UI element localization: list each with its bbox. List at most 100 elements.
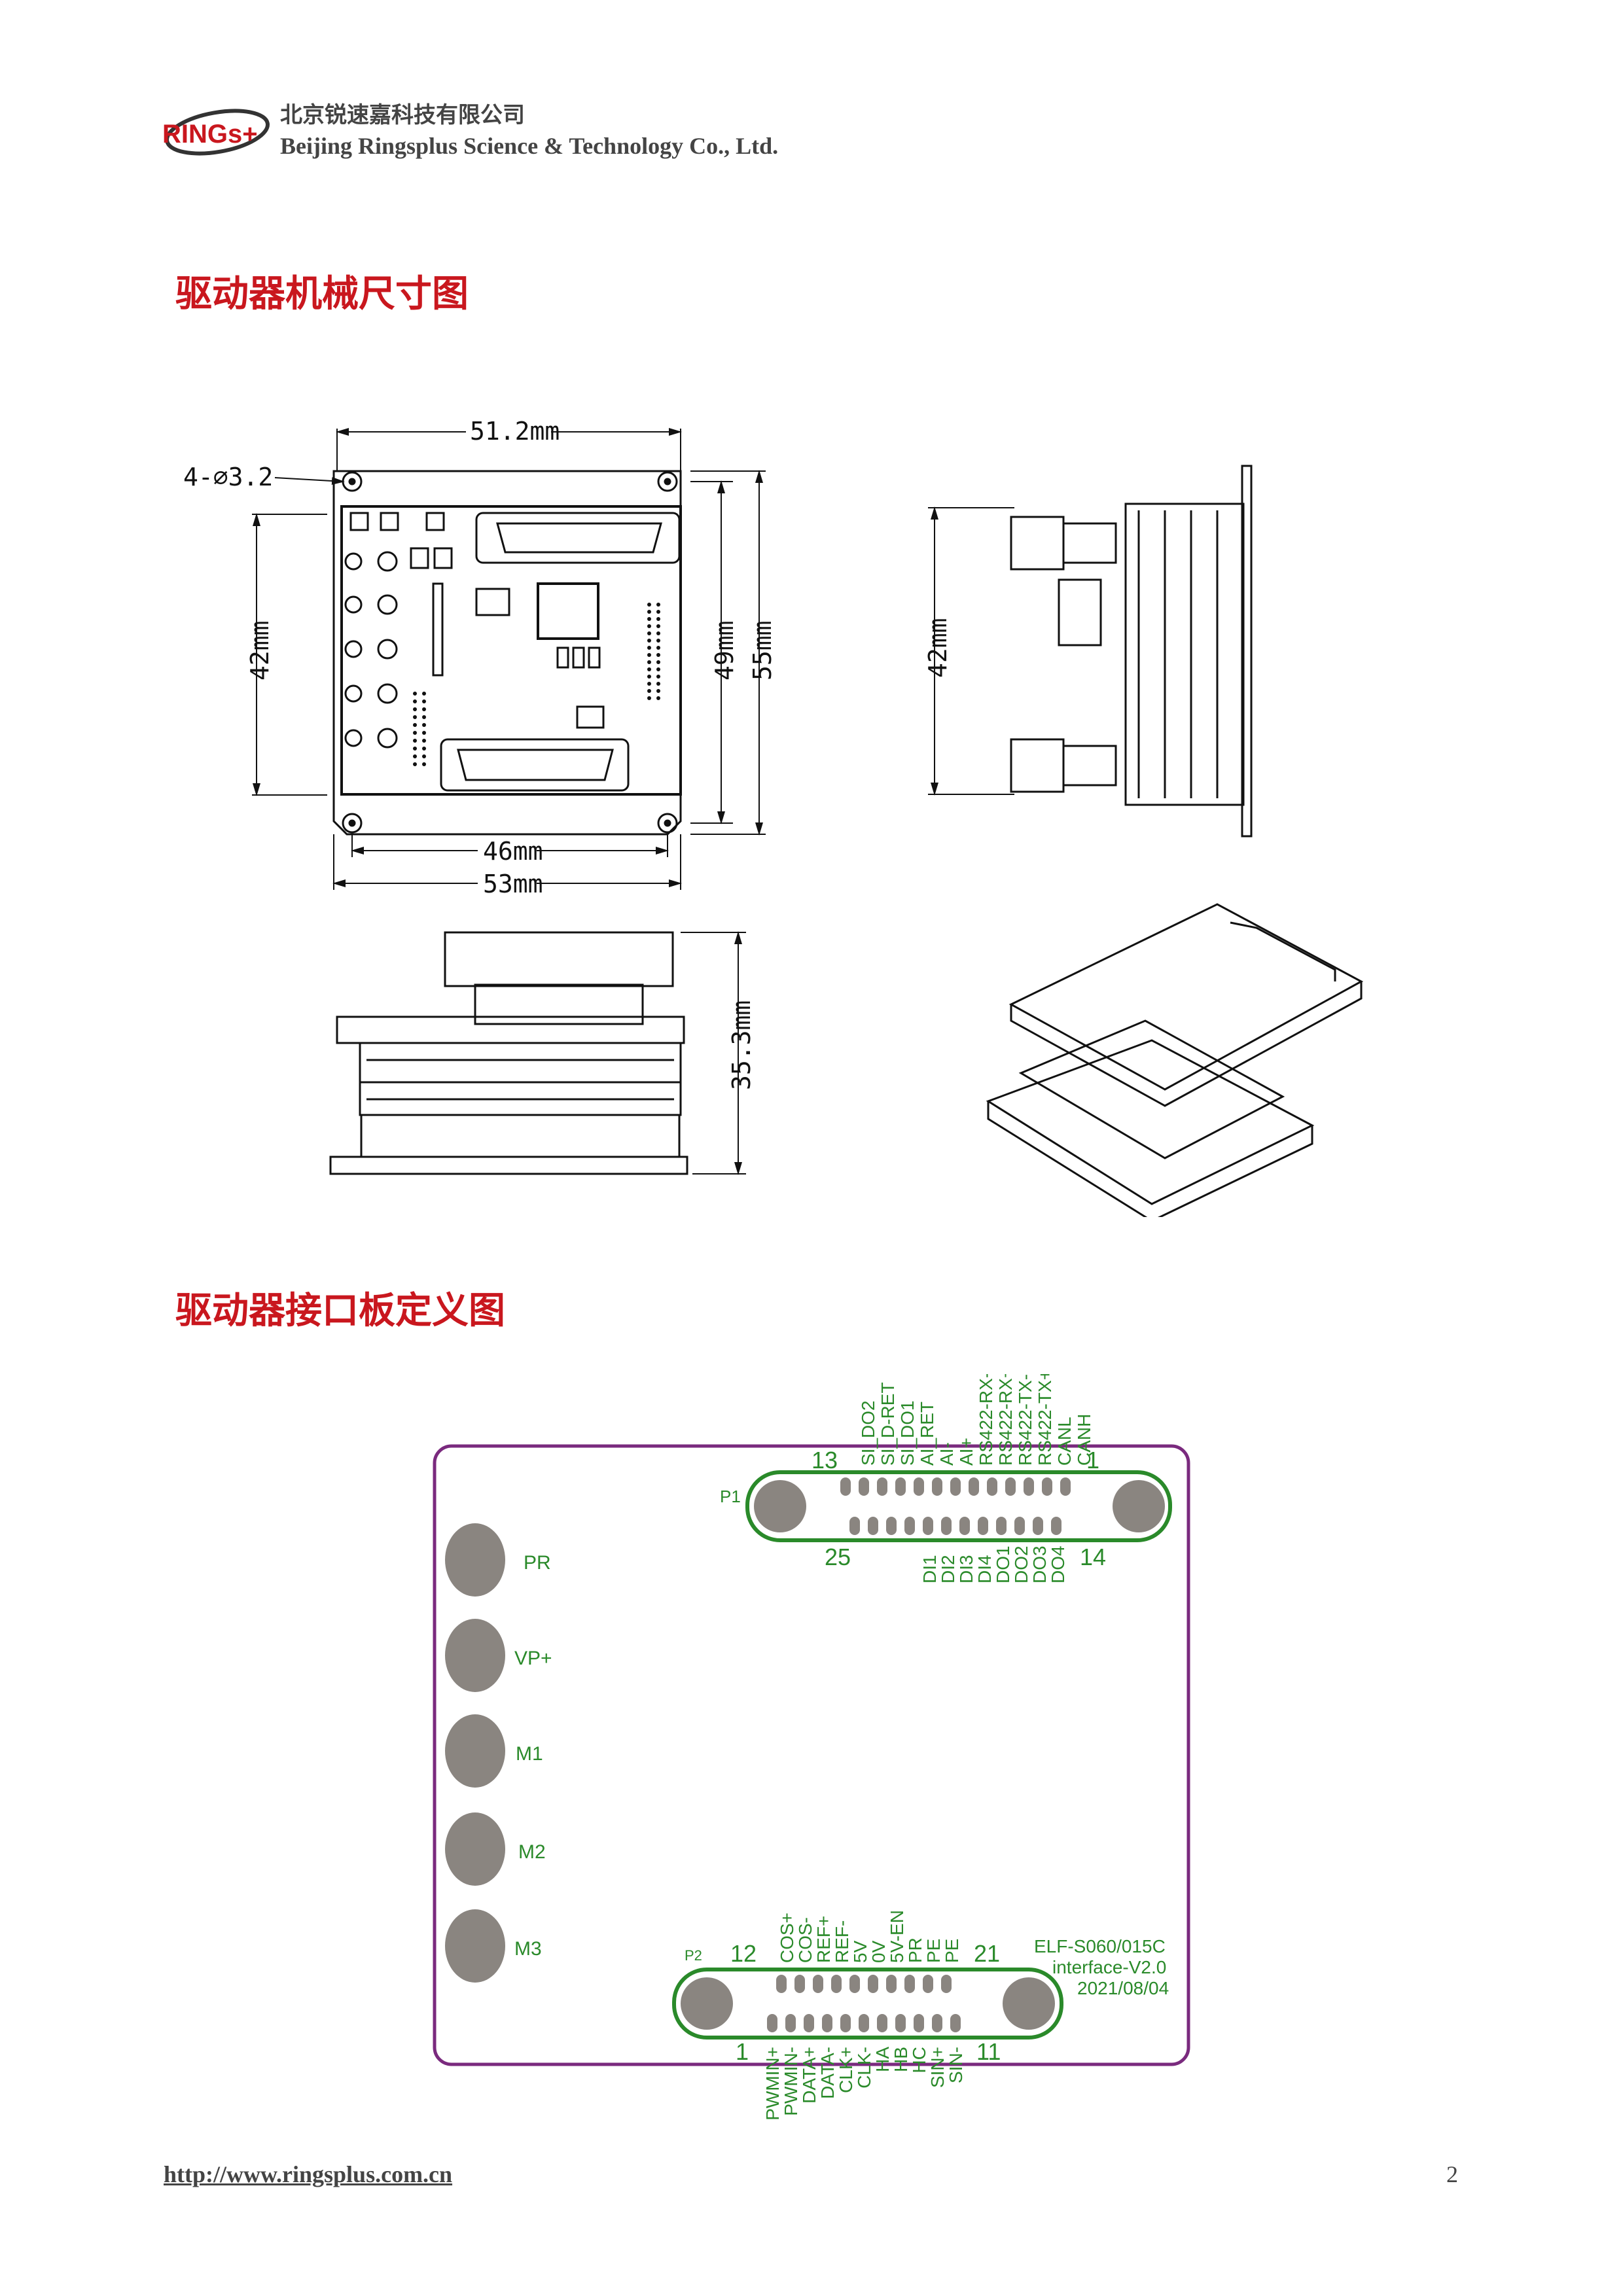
dim-stack-height: 35.3mm bbox=[727, 1000, 756, 1090]
mechanical-drawing: 51.2mm 46mm 53mm 4-∅3.2 42mm 49mm 55mm 4… bbox=[183, 416, 1364, 1217]
p1-sig-7: RS422-RX- bbox=[976, 1374, 996, 1466]
p1-sig-di2: DI2 bbox=[938, 1555, 958, 1583]
header-pin-dot bbox=[647, 682, 651, 686]
header-pin-dot bbox=[656, 660, 660, 664]
p2-sig-ha: HA bbox=[872, 2047, 893, 2072]
header-pin-dot bbox=[422, 723, 426, 727]
p1-sig-5: AI- bbox=[936, 1442, 957, 1466]
header-pin-dot bbox=[656, 696, 660, 700]
p1-sig-do3: DO3 bbox=[1029, 1545, 1050, 1583]
p1-sig-di3: DI3 bbox=[956, 1555, 976, 1583]
p1-pin-1: 1 bbox=[1086, 1447, 1099, 1474]
header-pin-dot bbox=[647, 631, 651, 635]
footer-url[interactable]: http://www.ringsplus.com.cn bbox=[164, 2161, 453, 2187]
header-pin-dot bbox=[647, 624, 651, 628]
stack-view bbox=[329, 931, 688, 1175]
header-pin-dot bbox=[656, 639, 660, 643]
logo-text: RINGs+ bbox=[162, 120, 258, 149]
header-pin-dot bbox=[647, 667, 651, 671]
header-pin-dot bbox=[413, 739, 417, 743]
board-outline bbox=[433, 1444, 1190, 2066]
header-pin-dot bbox=[413, 762, 417, 766]
header-pin-dot bbox=[413, 699, 417, 703]
dim-left-height: 42mm bbox=[245, 620, 274, 680]
company-name-cn: 北京锐速嘉科技有限公司 bbox=[280, 102, 525, 128]
p1-sig-9: RS422-TX- bbox=[1015, 1374, 1035, 1466]
p1-sig-4: AI_RET bbox=[917, 1402, 937, 1466]
header-pin-dot bbox=[647, 675, 651, 679]
header-pin-dot bbox=[422, 692, 426, 696]
p2-sig-refm: REF- bbox=[832, 1920, 852, 1963]
interface-section-title: 驱动器接口板定义图 bbox=[175, 1290, 505, 1332]
top-view bbox=[332, 470, 682, 836]
p2-sig-pe2: PE bbox=[942, 1939, 962, 1963]
header-pin-dot bbox=[647, 617, 651, 621]
p2-sig-hb: HB bbox=[891, 2047, 911, 2072]
page-number: 2 bbox=[1446, 2161, 1458, 2187]
p2-sig-cosm: COS- bbox=[795, 1917, 815, 1963]
header-pin-dot bbox=[656, 646, 660, 650]
p1-pin-13: 13 bbox=[812, 1447, 838, 1474]
header-pin-dot bbox=[422, 731, 426, 735]
mechanical-section-title: 驱动器机械尺寸图 bbox=[175, 273, 469, 315]
p1-sig-do4: DO4 bbox=[1048, 1545, 1068, 1583]
header-pin-dot bbox=[656, 667, 660, 671]
header-pin-dot bbox=[656, 653, 660, 657]
header-pin-dot bbox=[647, 653, 651, 657]
p1-sig-do1: DO1 bbox=[993, 1545, 1013, 1583]
p2-sig-refp: REF+ bbox=[813, 1916, 834, 1963]
p2-top-signals: COS+ COS- REF+ REF- 5V 0V 5V-EN PR PE PE bbox=[777, 1910, 962, 1963]
p1-sig-di4: DI4 bbox=[974, 1555, 995, 1583]
dim-top-width: 51.2mm bbox=[470, 417, 560, 446]
p1-sig-11: CANL bbox=[1054, 1417, 1075, 1466]
p1-sig-8: RS422-RX+ bbox=[995, 1374, 1016, 1466]
header-pin-dot bbox=[656, 610, 660, 614]
header-pin-dot bbox=[422, 747, 426, 751]
p2-pins bbox=[767, 1975, 961, 2032]
p2-pin-21: 21 bbox=[974, 1940, 1000, 1967]
isometric-view bbox=[986, 903, 1364, 1217]
header-pin-dot bbox=[413, 723, 417, 727]
p1-bottom-signals: DI1 DI2 DI3 DI4 DO1 DO2 DO3 DO4 bbox=[919, 1545, 1068, 1583]
dim-inner-height: 49mm bbox=[710, 620, 739, 680]
p2-sig-sinm: SIN- bbox=[946, 2047, 966, 2083]
p2-sig-hc: HC bbox=[909, 2047, 929, 2073]
header: RINGs+ 北京锐速嘉科技有限公司 Beijing Ringsplus Sci… bbox=[0, 0, 1623, 183]
power-pads bbox=[445, 1523, 505, 1983]
p1-sig-12: CANH bbox=[1074, 1414, 1094, 1466]
header-pin-dot bbox=[656, 617, 660, 621]
p2-bottom-signals: PWMIN+ PWMIN- DATA+ DATA- CLK+ CLK- HA H… bbox=[762, 2047, 966, 2121]
pad-label-pr: PR bbox=[524, 1552, 551, 1574]
p1-top-signals: SI_DO2 SI_D-RET SI_DO1 AI_RET AI- AI+ RS… bbox=[858, 1374, 1094, 1466]
header-pin-dot bbox=[422, 739, 426, 743]
board-name: ELF-S060/015C bbox=[1034, 1936, 1166, 1956]
p2-sig-pwminp: PWMIN+ bbox=[762, 2047, 783, 2121]
p1-connector bbox=[745, 1470, 1172, 1542]
p1-pins bbox=[840, 1477, 1071, 1535]
header-pin-dot bbox=[647, 610, 651, 614]
pad-label-vp: VP+ bbox=[514, 1648, 552, 1669]
header-pin-dot bbox=[422, 707, 426, 711]
p2-sig-datap: DATA+ bbox=[799, 2047, 819, 2104]
p1-sig-6: AI+ bbox=[956, 1438, 976, 1466]
header-pin-dot bbox=[656, 603, 660, 607]
p2-sig-pr: PR bbox=[905, 1937, 925, 1963]
header-pin-dot bbox=[422, 699, 426, 703]
p1-pin-14: 14 bbox=[1080, 1544, 1106, 1570]
header-pin-dot bbox=[656, 675, 660, 679]
board-version: interface-V2.0 bbox=[1052, 1957, 1166, 1977]
p1-label: P1 bbox=[720, 1487, 741, 1506]
p2-sig-5v: 5V bbox=[850, 1940, 870, 1963]
dim-hole: 4-∅3.2 bbox=[183, 463, 273, 491]
p1-sig-3: SI_DO1 bbox=[897, 1400, 918, 1466]
header-pin-dot bbox=[413, 692, 417, 696]
p1-sig-2: SI_D-RET bbox=[878, 1382, 898, 1466]
header-pin-dot bbox=[647, 639, 651, 643]
pad-label-m2: M2 bbox=[518, 1841, 546, 1863]
pad-label-m1: M1 bbox=[516, 1743, 543, 1765]
dim-side-height: 42mm bbox=[923, 618, 952, 678]
header-pin-dot bbox=[413, 707, 417, 711]
header-pin-dot bbox=[647, 603, 651, 607]
p2-connector bbox=[672, 1968, 1063, 2040]
p1-sig-10: RS422-TX+ bbox=[1035, 1374, 1055, 1466]
